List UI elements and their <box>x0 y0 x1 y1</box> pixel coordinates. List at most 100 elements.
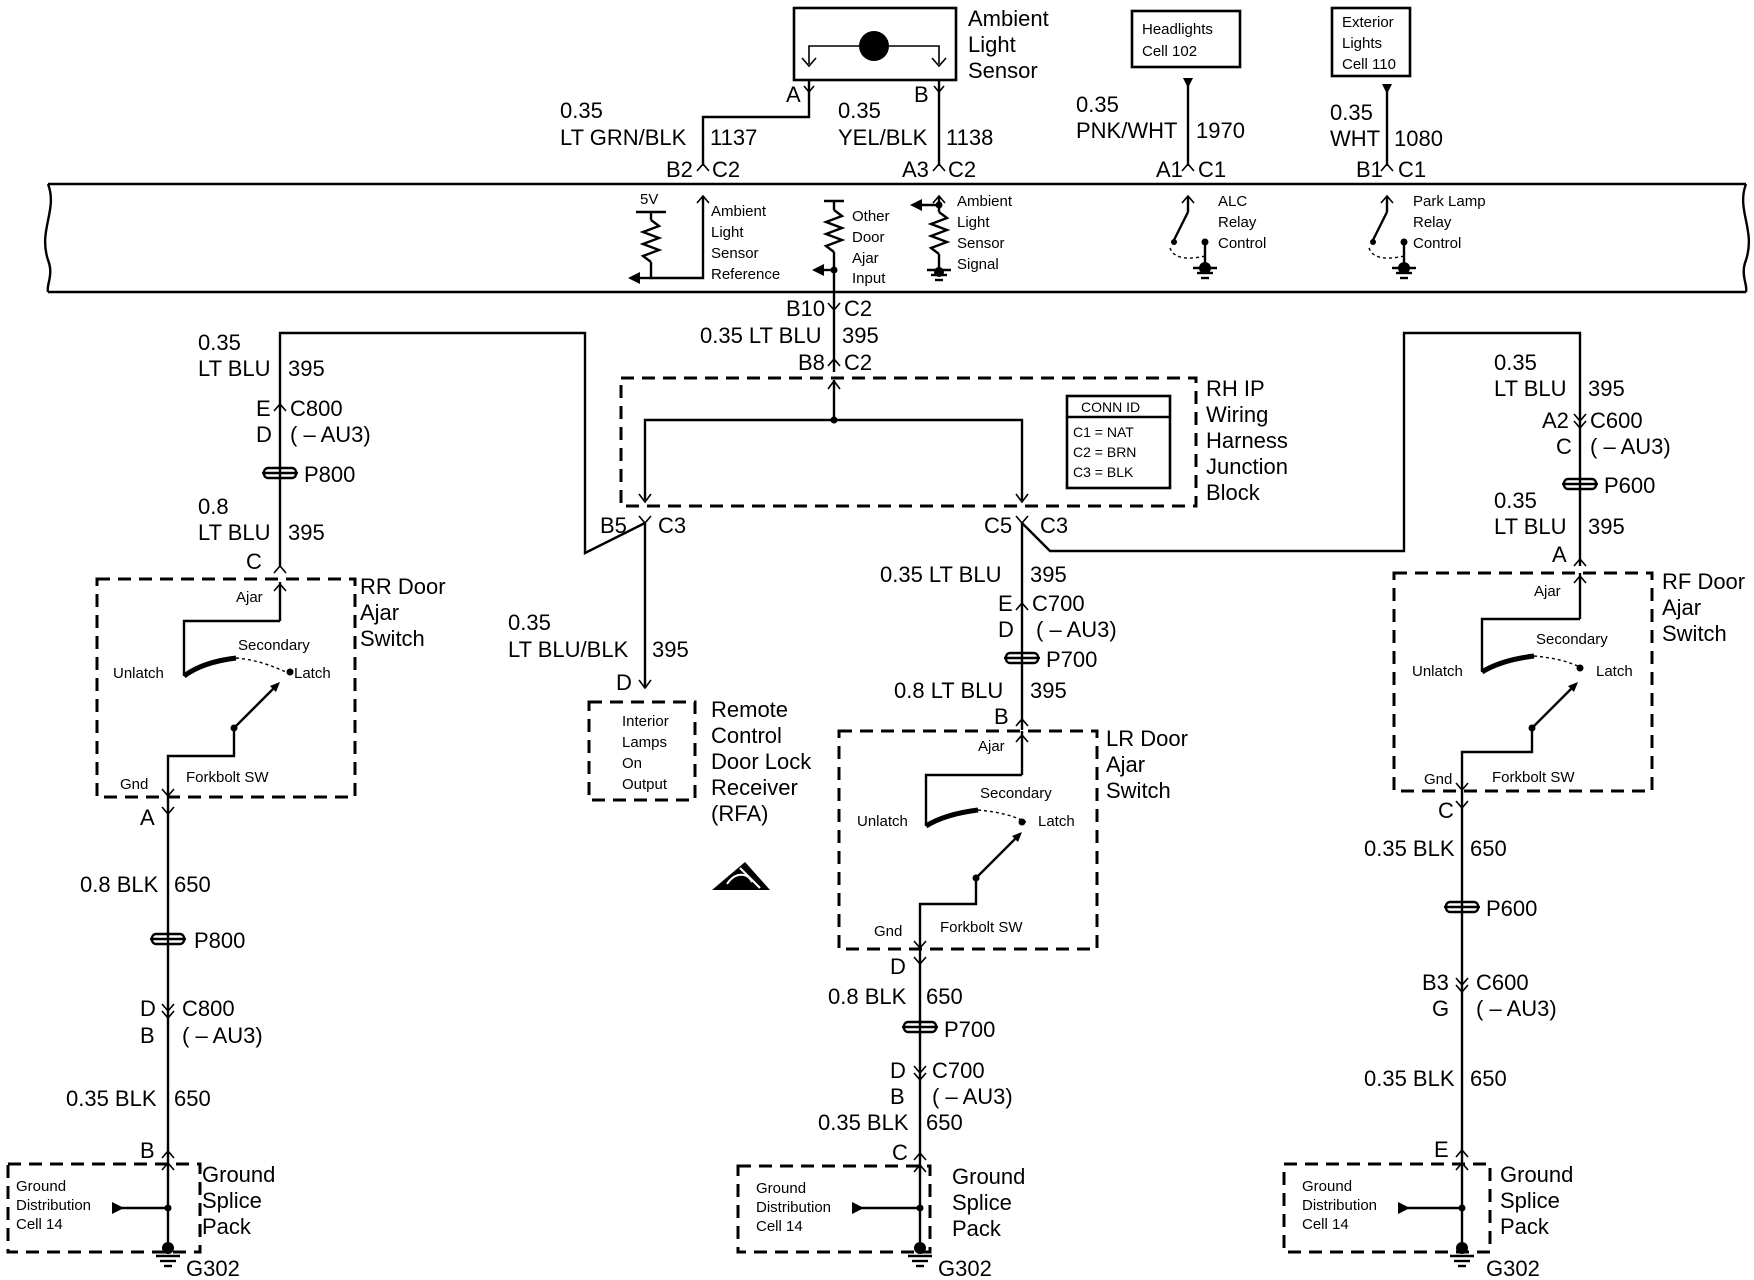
svg-text:B3: B3 <box>1422 970 1449 995</box>
svg-text:Ajar: Ajar <box>852 250 879 267</box>
svg-text:A: A <box>786 82 801 107</box>
svg-text:Unlatch: Unlatch <box>113 665 164 682</box>
svg-text:(RFA): (RFA) <box>711 801 768 826</box>
svg-text:650: 650 <box>1470 1066 1507 1091</box>
svg-text:A2: A2 <box>1542 408 1569 433</box>
svg-text:P600: P600 <box>1604 473 1655 498</box>
svg-text:D: D <box>256 422 272 447</box>
svg-text:0.35 BLK: 0.35 BLK <box>66 1086 157 1111</box>
wire-1080: 0.35 WHT 1080 B1 C1 <box>1330 84 1443 182</box>
svg-text:Secondary: Secondary <box>1536 631 1608 648</box>
svg-text:650: 650 <box>174 1086 211 1111</box>
svg-text:Ajar: Ajar <box>236 589 263 606</box>
wire-1970: 0.35 PNK/WHT 1970 A1 C1 <box>1076 78 1245 182</box>
svg-text:0.35: 0.35 <box>1076 92 1119 117</box>
svg-text:Distribution: Distribution <box>16 1197 91 1214</box>
svg-text:Cell 14: Cell 14 <box>1302 1216 1349 1233</box>
svg-text:LR Door: LR Door <box>1106 726 1188 751</box>
svg-text:Switch: Switch <box>1662 621 1727 646</box>
svg-text:( – AU3): ( – AU3) <box>290 422 371 447</box>
svg-text:C5: C5 <box>984 513 1012 538</box>
svg-text:C1: C1 <box>1398 157 1426 182</box>
svg-text:E: E <box>998 591 1013 616</box>
esd-warning-icon <box>712 862 770 890</box>
svg-text:Relay: Relay <box>1413 214 1452 231</box>
svg-text:Ajar: Ajar <box>1662 595 1701 620</box>
svg-text:Latch: Latch <box>1596 663 1633 680</box>
svg-text:Ground: Ground <box>1500 1162 1573 1187</box>
svg-text:G: G <box>1432 996 1449 1021</box>
svg-text:C2: C2 <box>712 157 740 182</box>
svg-text:A3: A3 <box>902 157 929 182</box>
svg-text:Pack: Pack <box>1500 1214 1550 1239</box>
svg-text:Gnd: Gnd <box>120 776 148 793</box>
svg-text:0.35: 0.35 <box>508 610 551 635</box>
rr-door-branch: 0.35 LT BLU 395 E C800 D ( – AU3) P800 0… <box>198 330 646 574</box>
svg-text:P600: P600 <box>1486 896 1537 921</box>
svg-text:P800: P800 <box>194 928 245 953</box>
svg-text:0.35 LT BLU: 0.35 LT BLU <box>880 562 1001 587</box>
svg-text:Latch: Latch <box>294 665 331 682</box>
svg-text:PNK/WHT: PNK/WHT <box>1076 118 1177 143</box>
svg-text:Signal: Signal <box>957 256 999 273</box>
svg-text:Forkbolt SW: Forkbolt SW <box>940 919 1023 936</box>
svg-text:C: C <box>1438 798 1454 823</box>
svg-text:Light: Light <box>968 32 1016 57</box>
svg-text:0.35 BLK: 0.35 BLK <box>1364 836 1455 861</box>
svg-text:C800: C800 <box>182 996 235 1021</box>
svg-text:On: On <box>622 755 642 772</box>
svg-text:Secondary: Secondary <box>238 637 310 654</box>
svg-text:Output: Output <box>622 776 668 793</box>
svg-text:( – AU3): ( – AU3) <box>1590 434 1671 459</box>
svg-text:Ajar: Ajar <box>1534 583 1561 600</box>
svg-text:Gnd: Gnd <box>1424 771 1452 788</box>
svg-text:395: 395 <box>1030 562 1067 587</box>
svg-text:0.8 LT BLU: 0.8 LT BLU <box>894 678 1003 703</box>
svg-text:Sensor: Sensor <box>957 235 1005 252</box>
svg-text:B8: B8 <box>798 350 825 375</box>
svg-text:C2: C2 <box>844 350 872 375</box>
svg-text:Ground: Ground <box>1302 1178 1352 1195</box>
svg-text:0.35: 0.35 <box>1494 488 1537 513</box>
svg-text:395: 395 <box>1588 376 1625 401</box>
svg-text:CONN ID: CONN ID <box>1081 399 1140 415</box>
svg-text:Door: Door <box>852 229 885 246</box>
svg-text:C1 = NAT: C1 = NAT <box>1073 424 1134 440</box>
svg-text:LT BLU: LT BLU <box>198 356 271 381</box>
rf-ground-branch: C 0.35 BLK 650 P600 B3 C600 G ( – AU3) 0… <box>1282 791 1573 1280</box>
svg-text:Remote: Remote <box>711 697 788 722</box>
svg-text:B10: B10 <box>786 296 825 321</box>
svg-text:B2: B2 <box>666 157 693 182</box>
svg-text:Pack: Pack <box>952 1216 1002 1241</box>
svg-text:395: 395 <box>288 356 325 381</box>
svg-text:C3: C3 <box>658 513 686 538</box>
svg-text:Control: Control <box>711 723 782 748</box>
svg-text:Switch: Switch <box>1106 778 1171 803</box>
remote-control-door-lock-receiver: 0.35 LT BLU/BLK 395 D Interior Lamps On … <box>508 523 812 890</box>
svg-text:Ground: Ground <box>952 1164 1025 1189</box>
svg-text:A: A <box>140 805 155 830</box>
svg-text:Secondary: Secondary <box>980 785 1052 802</box>
svg-text:C2: C2 <box>948 157 976 182</box>
svg-text:WHT: WHT <box>1330 126 1380 151</box>
rr-ground-branch: A 0.8 BLK 650 P800 D C800 B ( – AU3) 0.3… <box>6 797 275 1280</box>
svg-text:0.35: 0.35 <box>838 98 881 123</box>
svg-text:Door Lock: Door Lock <box>711 749 812 774</box>
svg-text:Control: Control <box>1218 235 1266 252</box>
svg-text:Splice: Splice <box>952 1190 1012 1215</box>
svg-text:D: D <box>890 954 906 979</box>
svg-text:0.8: 0.8 <box>198 494 229 519</box>
svg-text:0.35: 0.35 <box>1330 100 1373 125</box>
svg-text:Exterior: Exterior <box>1342 14 1394 31</box>
rh-ip-junction-block: CONN ID C1 = NAT C2 = BRN C3 = BLK RH IP… <box>600 376 1288 538</box>
svg-text:Ajar: Ajar <box>360 600 399 625</box>
svg-text:650: 650 <box>174 872 211 897</box>
svg-text:0.35 LT BLU: 0.35 LT BLU <box>700 323 821 348</box>
svg-text:Ambient: Ambient <box>711 203 767 220</box>
svg-text:Forkbolt SW: Forkbolt SW <box>1492 769 1575 786</box>
svg-text:395: 395 <box>1030 678 1067 703</box>
svg-text:Latch: Latch <box>1038 813 1075 830</box>
svg-text:RF Door: RF Door <box>1662 569 1745 594</box>
svg-text:YEL/BLK: YEL/BLK <box>838 125 928 150</box>
svg-text:Wiring: Wiring <box>1206 402 1268 427</box>
